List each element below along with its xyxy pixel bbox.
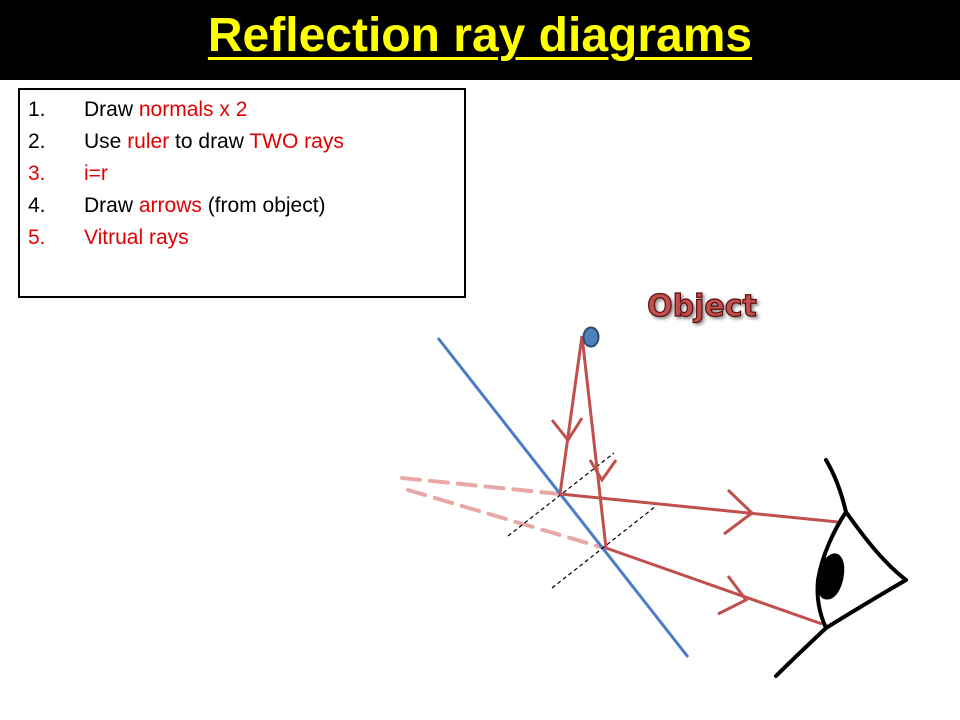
reflected-ray-lower: [605, 546, 823, 626]
step-1: 1. Draw normals x 2: [28, 94, 464, 126]
step-2: 2. Use ruler to draw TWO rays: [28, 126, 464, 158]
step-text-part-red: TWO rays: [249, 130, 344, 153]
object-point: [582, 326, 600, 348]
step-number: 2.: [28, 130, 46, 153]
object-label: Object: [647, 289, 757, 324]
step-text-part-red: ruler: [127, 130, 170, 153]
step-number: 5.: [28, 226, 46, 249]
step-text-part: Use: [84, 130, 128, 153]
arrowhead-incident-lower: [588, 459, 618, 483]
step-number: 3.: [28, 162, 46, 185]
step-text: Use ruler to draw TWO rays: [84, 130, 344, 153]
step-number: 1.: [28, 98, 46, 121]
arrowhead-reflected-lower: [717, 575, 749, 616]
step-4: 4. Draw arrows (from object): [28, 190, 464, 222]
virtual-ray-lower: [406, 488, 606, 550]
step-text-part: Draw: [84, 98, 139, 121]
virtual-ray-upper: [400, 476, 562, 496]
reflected-ray-upper: [559, 492, 839, 524]
incident-ray-lower: [580, 335, 608, 549]
mirror-line: [436, 337, 690, 658]
step-text: Vitrual rays: [84, 226, 189, 249]
arrowhead-incident-upper: [550, 417, 584, 443]
step-number: 4.: [28, 194, 46, 217]
incident-ray-upper: [558, 335, 584, 495]
step-text-part-red: Vitrual rays: [84, 226, 189, 249]
step-text: Draw arrows (from object): [84, 194, 326, 217]
step-text-part-red: normals x 2: [138, 98, 248, 121]
step-text-part-red: i=r: [84, 162, 108, 185]
title-bar: [0, 0, 960, 80]
step-text: Draw normals x 2: [84, 98, 247, 121]
steps-box: 1. Draw normals x 2 2. Use ruler to draw T…: [18, 88, 466, 298]
step-text-part: Draw: [84, 194, 139, 217]
steps-list: 1. Draw normals x 2 2. Use ruler to draw T…: [20, 90, 464, 254]
arrowhead-reflected-upper: [723, 488, 755, 536]
step-text-part-red: arrows: [138, 194, 202, 217]
step-3: 3. i=r: [28, 158, 464, 190]
slide-title: Reflection ray diagrams: [207, 9, 753, 62]
step-text: i=r: [84, 162, 108, 185]
eye-icon: [774, 458, 908, 678]
step-5: 5. Vitrual rays: [28, 222, 464, 254]
step-text-part: (from object): [201, 194, 326, 217]
step-text-part: to draw: [169, 130, 250, 153]
normal-line-lower: [551, 505, 657, 589]
